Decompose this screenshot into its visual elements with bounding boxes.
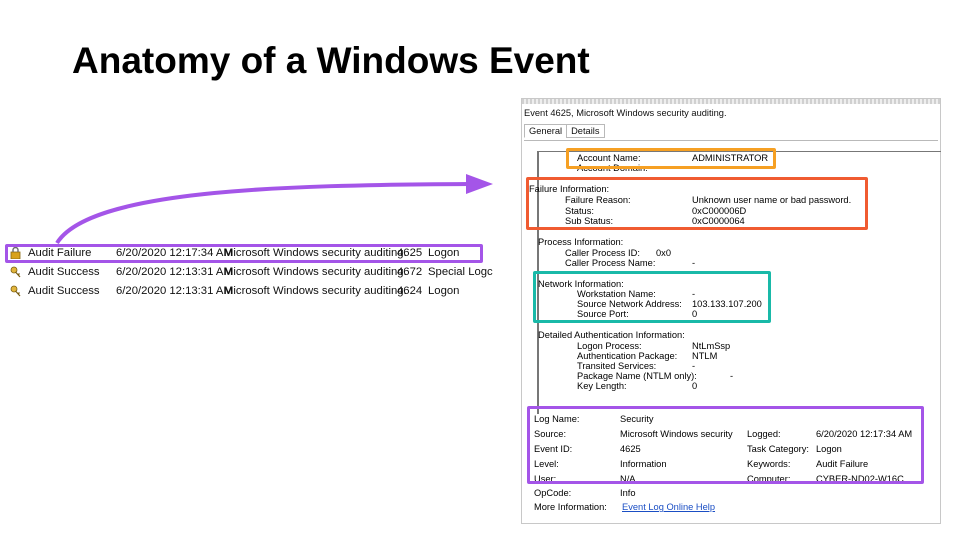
- event-list: Audit Failure 6/20/2020 12:17:34 AM Micr…: [4, 244, 493, 301]
- row-source: Microsoft Windows security auditing.: [224, 247, 407, 259]
- event-row[interactable]: Audit Success 6/20/2020 12:13:31 AM Micr…: [4, 282, 482, 301]
- caller-pid-label: Caller Process ID:: [565, 248, 640, 258]
- row-task: Logon: [428, 285, 460, 297]
- log-name-label: Log Name:: [534, 414, 580, 424]
- key-icon: [10, 285, 21, 297]
- account-highlight: [566, 148, 776, 169]
- event-row[interactable]: Audit Success 6/20/2020 12:13:31 AM Micr…: [4, 263, 493, 282]
- source-port-value: 0: [692, 309, 698, 319]
- row-source: Microsoft Windows security auditing.: [224, 266, 407, 278]
- task-category-label: Task Category:: [747, 444, 810, 454]
- row-keyword: Audit Success: [28, 266, 100, 278]
- logon-process-value: NtLmSsp: [692, 341, 731, 351]
- failure-reason-label: Failure Reason:: [565, 195, 631, 205]
- row-datetime: 6/20/2020 12:13:31 AM: [116, 266, 233, 278]
- network-heading: Network Information:: [538, 279, 624, 289]
- event-properties-dialog: Event 4625, Microsoft Windows security a…: [521, 98, 941, 524]
- logged-value: 6/20/2020 12:17:34 AM: [816, 429, 913, 439]
- key-length-label: Key Length:: [577, 381, 627, 391]
- dialog-title: Event 4625, Microsoft Windows security a…: [524, 108, 727, 118]
- row-keyword: Audit Failure: [28, 247, 92, 259]
- event-id-value: 4625: [620, 444, 641, 454]
- level-value: Information: [620, 459, 667, 469]
- slide-title: Anatomy of a Windows Event: [72, 40, 590, 81]
- keywords-value: Audit Failure: [816, 459, 869, 469]
- level-label: Level:: [534, 459, 559, 469]
- computer-value: CYBER-ND02-W16C: [816, 474, 904, 484]
- caller-pname-label: Caller Process Name:: [565, 258, 656, 268]
- failure-highlight: [526, 177, 868, 230]
- transited-label: Transited Services:: [577, 361, 657, 371]
- keywords-label: Keywords:: [747, 459, 791, 469]
- source-address-label: Source Network Address:: [577, 299, 682, 309]
- account-name-value: ADMINISTRATOR: [692, 153, 769, 163]
- row-event-id: 4625: [397, 247, 423, 259]
- event-description[interactable]: [537, 151, 941, 414]
- user-value: N/A: [620, 474, 636, 484]
- status-label: Status:: [565, 206, 594, 216]
- user-label: User:: [534, 474, 557, 484]
- key-icon: [10, 266, 21, 278]
- source-address-value: 103.133.107.200: [692, 299, 762, 309]
- caller-pname-value: -: [692, 258, 696, 268]
- event-row[interactable]: Audit Failure 6/20/2020 12:17:34 AM Micr…: [4, 244, 482, 263]
- failure-heading: Failure Information:: [529, 184, 610, 194]
- row-keyword: Audit Success: [28, 285, 100, 297]
- dialog-titlebar: [522, 99, 940, 104]
- account-name-label: Account Name:: [577, 153, 641, 163]
- row-datetime: 6/20/2020 12:13:31 AM: [116, 285, 233, 297]
- auth-heading: Detailed Authentication Information:: [538, 330, 685, 340]
- general-panel: [524, 140, 941, 521]
- row-event-id: 4672: [397, 266, 423, 278]
- source-label: Source:: [534, 429, 567, 439]
- opcode-label: OpCode:: [534, 488, 572, 498]
- logged-label: Logged:: [747, 429, 781, 439]
- source-port-label: Source Port:: [577, 309, 629, 319]
- substatus-label: Sub Status:: [565, 216, 614, 226]
- transited-value: -: [692, 361, 696, 371]
- substatus-value: 0xC0000064: [692, 216, 745, 226]
- row-task: Special Logc: [428, 266, 493, 278]
- failure-reason-value: Unknown user name or bad password.: [692, 195, 852, 205]
- ntlm-package-label: Package Name (NTLM only):: [577, 371, 697, 381]
- tab-details[interactable]: Details: [566, 124, 605, 138]
- status-value: 0xC000006D: [692, 206, 747, 216]
- opcode-value: Info: [620, 488, 636, 498]
- task-category-value: Logon: [816, 444, 842, 454]
- caller-pid-value: 0x0: [656, 248, 671, 258]
- summary-highlight: [527, 406, 924, 484]
- logon-process-label: Logon Process:: [577, 341, 642, 351]
- auth-package-value: NTLM: [692, 351, 718, 361]
- event-log-help-link[interactable]: Event Log Online Help: [622, 502, 716, 512]
- event-id-label: Event ID:: [534, 444, 573, 454]
- workstation-label: Workstation Name:: [577, 289, 656, 299]
- selected-event-highlight: [5, 244, 483, 263]
- lock-icon: [10, 246, 21, 260]
- more-info-label: More Information:: [534, 502, 607, 512]
- network-highlight: [533, 271, 771, 323]
- source-value: Microsoft Windows security: [620, 429, 733, 439]
- computer-label: Computer:: [747, 474, 791, 484]
- process-heading: Process Information:: [538, 237, 624, 247]
- workstation-value: -: [692, 289, 696, 299]
- key-length-value: 0: [692, 381, 698, 391]
- row-source: Microsoft Windows security auditing.: [224, 285, 407, 297]
- ntlm-package-value: -: [730, 371, 734, 381]
- auth-package-label: Authentication Package:: [577, 351, 678, 361]
- row-task: Logon: [428, 247, 460, 259]
- log-name-value: Security: [620, 414, 654, 424]
- tab-general[interactable]: General: [524, 124, 568, 138]
- row-datetime: 6/20/2020 12:17:34 AM: [116, 247, 233, 259]
- row-event-id: 4624: [397, 285, 423, 297]
